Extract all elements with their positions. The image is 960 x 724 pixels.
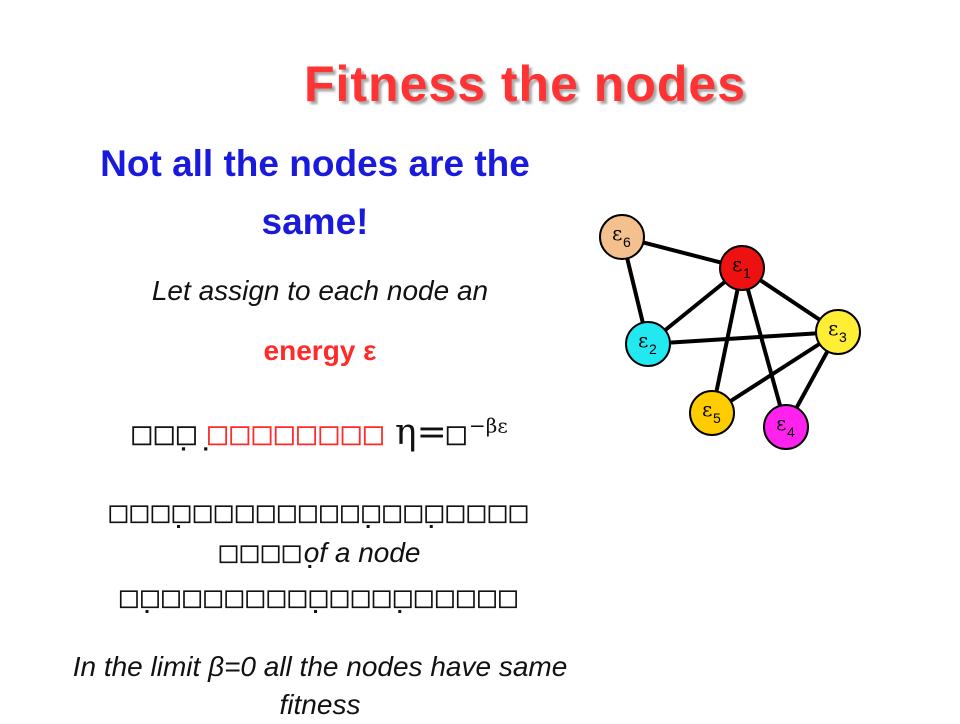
formula-exp-glyph: □ xyxy=(446,414,469,452)
graph-node-circle xyxy=(719,245,765,291)
graph-node-subscript: 3 xyxy=(839,329,847,345)
graph-node-subscript: 6 xyxy=(623,234,631,250)
formula-prefix-glyphs: □□̣□̣ xyxy=(132,414,200,452)
graph-node-label: ε xyxy=(732,252,742,276)
formula-eta-equals: η= xyxy=(395,412,447,453)
graph-node-label: ε xyxy=(776,411,786,435)
garbled-line-2-prefix: □□□□̣ xyxy=(219,535,304,570)
garbled-line-3: □̣□□□□□□□□̣□□□□̣□□□□□□ xyxy=(119,580,521,615)
graph-edge-n3-n5 xyxy=(710,330,840,415)
formula-red-glyphs: □□□□□□□□ xyxy=(207,414,387,452)
graph-node-circle xyxy=(625,321,671,367)
graph-node-subscript: 5 xyxy=(713,410,721,426)
graph-node-circle xyxy=(599,214,645,260)
garbled-line-2: □□□□̣of a node xyxy=(40,535,600,570)
garbled-line-2-text: of a node xyxy=(303,537,421,568)
graph-node-subscript: 4 xyxy=(787,424,795,440)
graph-node-circle xyxy=(689,390,735,436)
assign-energy-text: Let assign to each node an xyxy=(151,275,489,306)
fitness-formula: □□̣□̣ □□□□□□□□ η=□−βε xyxy=(40,412,600,453)
energy-text: energy ε xyxy=(263,335,377,366)
graph-node-circle xyxy=(763,404,809,450)
graph-node-label: ε xyxy=(828,316,838,340)
limit-text: In the limit β=0 all the nodes have same… xyxy=(72,651,568,720)
formula-exponent: −βε xyxy=(469,413,508,438)
garbled-line-1: □□□̣□□□□□□□□□̣□□□̣□□□□□ xyxy=(109,495,531,530)
slide-title: Fitness the nodes xyxy=(303,56,747,112)
graph-node-label: ε xyxy=(702,397,712,421)
graph-node-circle xyxy=(815,309,861,355)
graph-node-subscript: 1 xyxy=(743,265,751,281)
graph-edge-n2-n3 xyxy=(647,330,839,346)
heading: Not all the nodes are the same! xyxy=(100,143,530,242)
graph-node-subscript: 2 xyxy=(649,341,657,357)
graph-edge-n1-n4 xyxy=(740,267,788,428)
graph-node-label: ε xyxy=(612,221,622,245)
graph-node-label: ε xyxy=(638,328,648,352)
